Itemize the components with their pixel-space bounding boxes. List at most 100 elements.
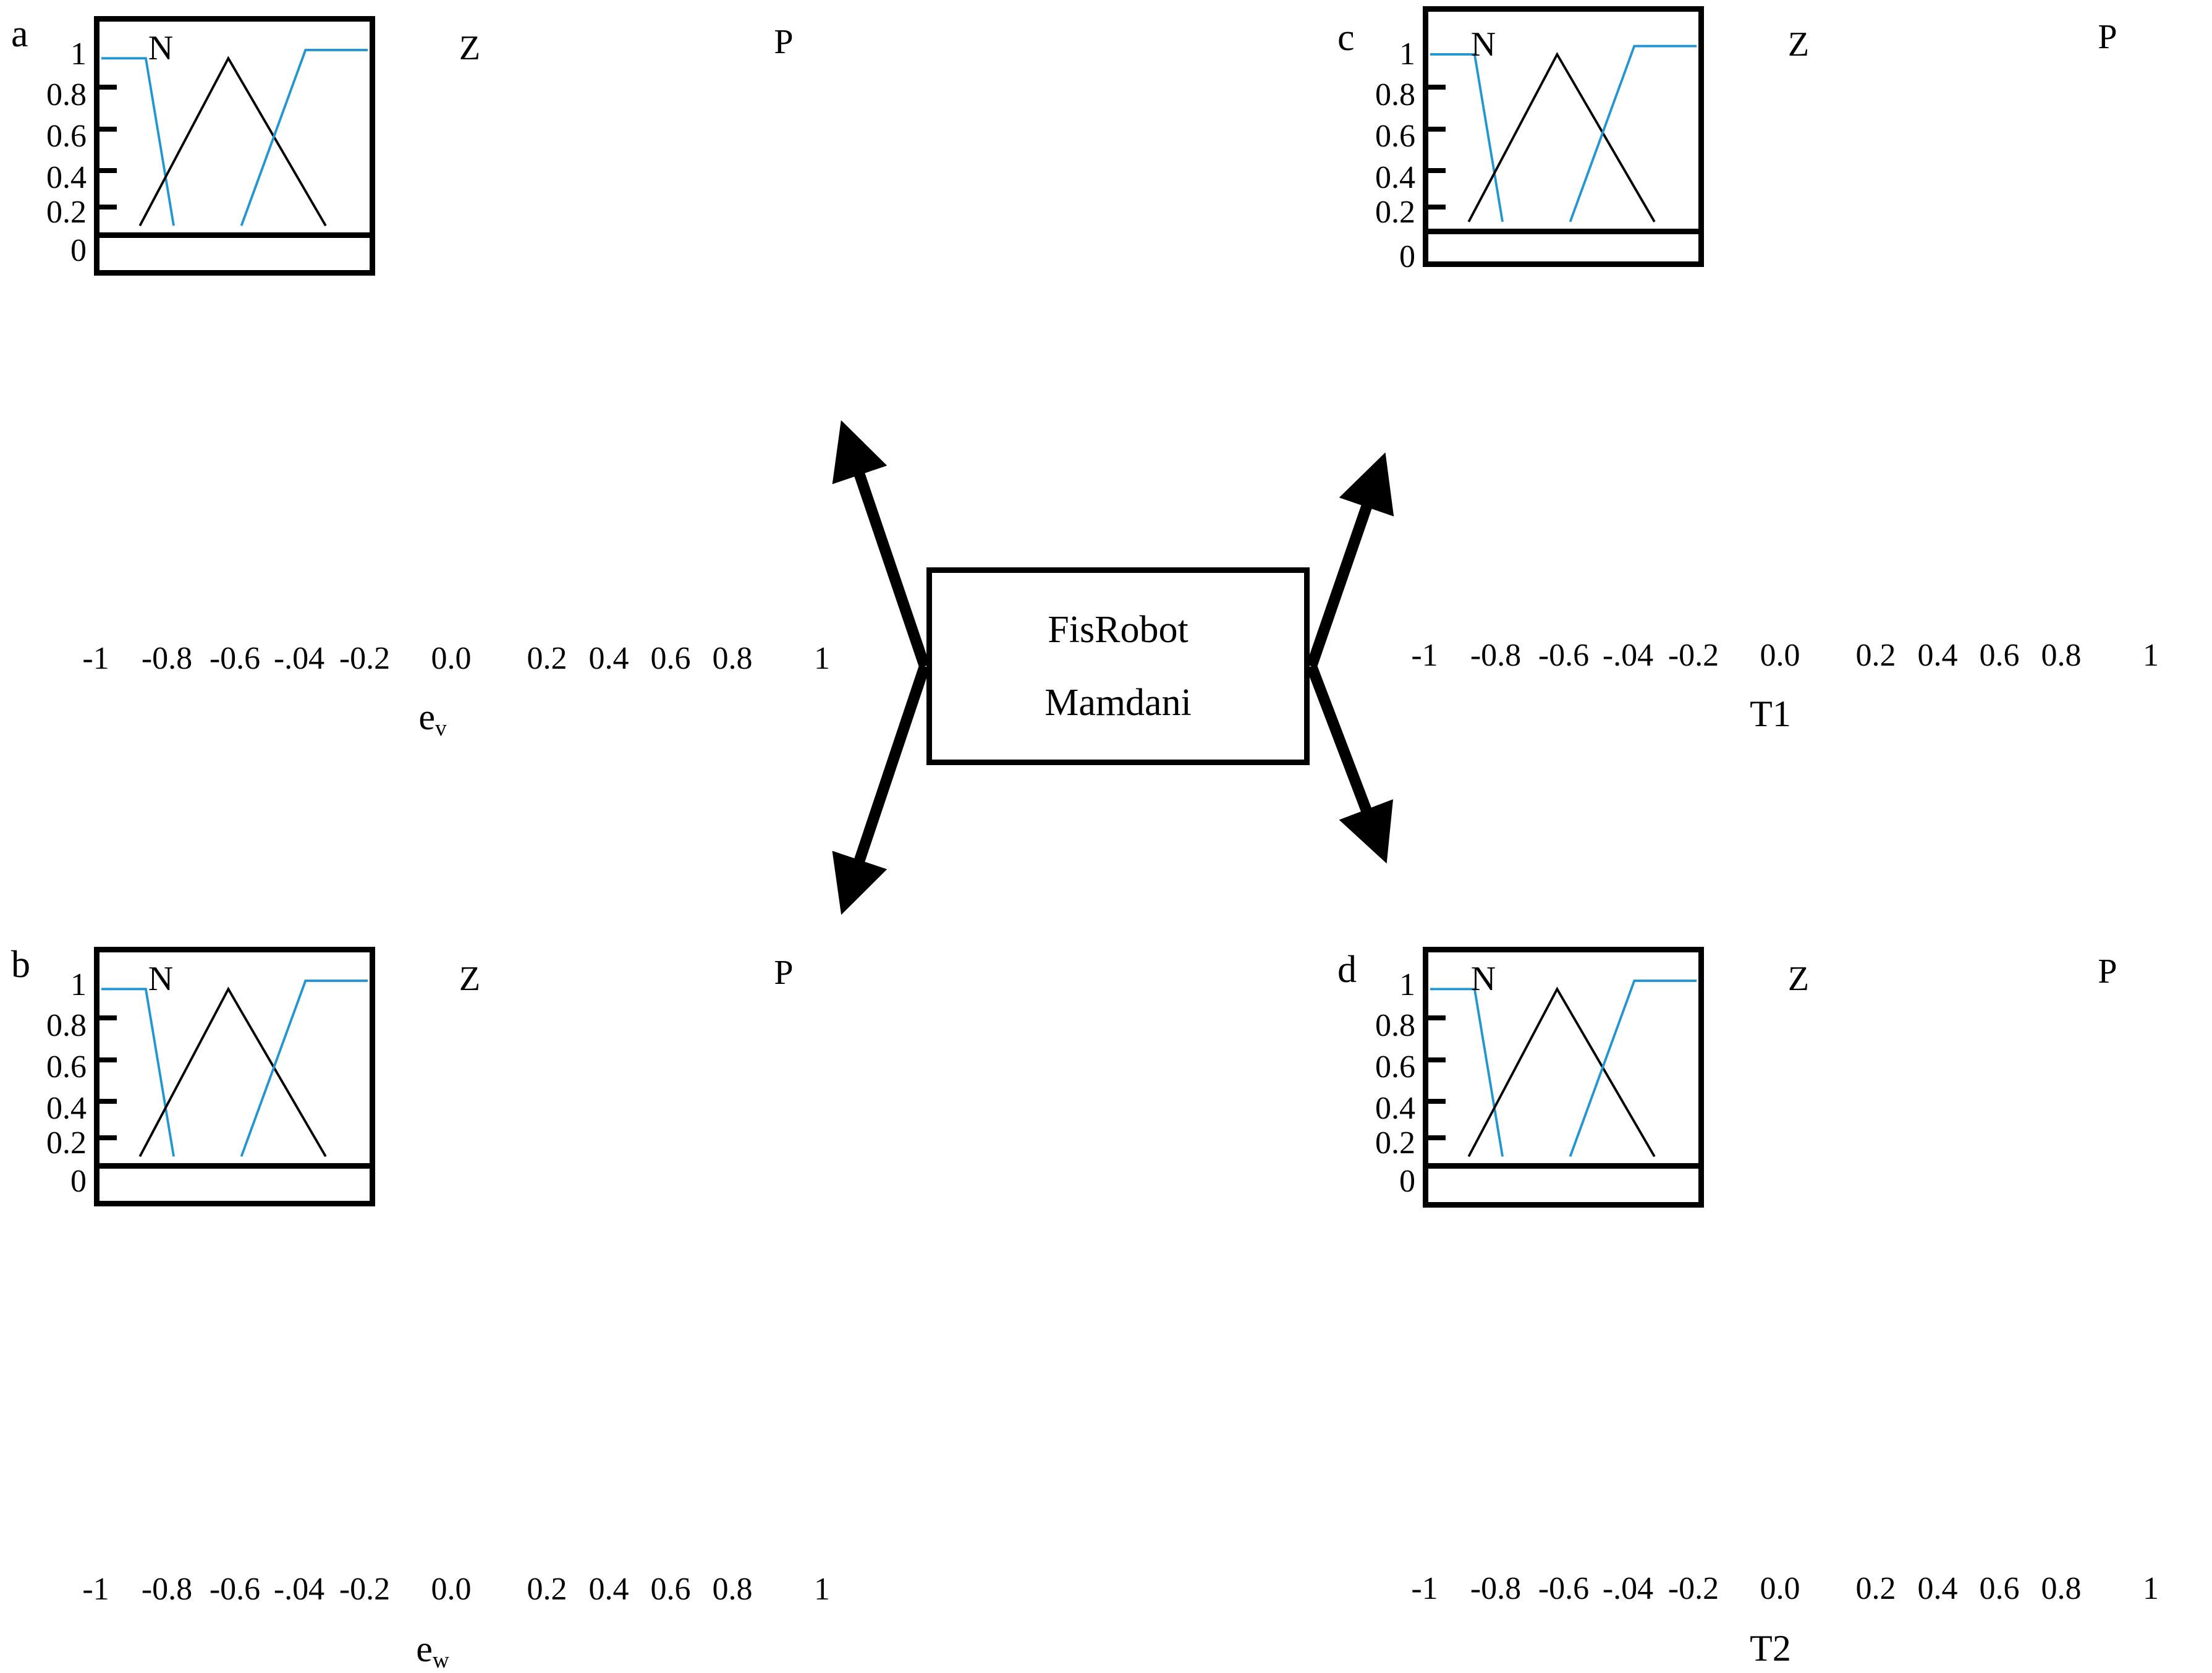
panel-a-xtick-2: -0.6: [209, 641, 261, 676]
panel-b-ytick-0.8: 0.8: [46, 1008, 87, 1043]
panel-d-label-P: P: [2098, 952, 2117, 991]
panel-a-series-Z: [138, 56, 327, 227]
panel-d-label-Z: Z: [1787, 960, 1810, 998]
panel-a-xtick-6: 0.2: [527, 641, 567, 676]
panel-d-xtick-10: 1: [2143, 1571, 2159, 1606]
panel-c-xtick-4: -0.2: [1667, 638, 1719, 673]
panel-c-ytick-1: 1: [1399, 36, 1415, 72]
panel-d-ytick-0: 0: [1399, 1164, 1415, 1199]
panel-a-ytick-0: 0: [70, 233, 87, 268]
panel-a-series-N: [101, 57, 175, 226]
panel-b-xtick-4: -0.2: [339, 1572, 391, 1607]
panel-d-ytickmark-0.6: [1425, 1057, 1446, 1062]
arrow-to-panel-a: [832, 420, 930, 668]
panel-d-xtick-8: 0.6: [1979, 1571, 2020, 1606]
panel-a-series-P: [240, 49, 368, 226]
mamdani-label: Mamdani: [1045, 682, 1192, 724]
panel-a-axis-title-sub: v: [435, 715, 447, 741]
panel-d-xtick-0: -1: [1411, 1571, 1438, 1606]
panel-b-ytick-0.6: 0.6: [46, 1049, 87, 1085]
panel-a-ytickmark-0.8: [96, 85, 117, 90]
panel-a-letter: a: [11, 13, 28, 55]
panel-c-label-Z: Z: [1787, 25, 1810, 64]
panel-a-plot-frame: [94, 16, 375, 276]
panel-c-axis-title-base: T1: [1750, 693, 1791, 734]
panel-d-zero-baseline: [1428, 1163, 1698, 1169]
panel-b-ytick-0.2: 0.2: [46, 1125, 87, 1161]
panel-a-label-Z: Z: [459, 29, 481, 67]
panel-b-xtick-9: 0.8: [712, 1572, 753, 1607]
panel-b-xtick-8: 0.6: [650, 1572, 691, 1607]
panel-c-ytickmark-0.6: [1425, 127, 1446, 132]
panel-c-ytickmark-0.8: [1425, 85, 1446, 90]
panel-c-xtick-row: -1 -0.8 -0.6 -.04 -0.2 0.0 0.2 0.4 0.6 0…: [1329, 640, 2212, 683]
panel-c-series-Z: [1467, 51, 1656, 222]
panel-a-xtick-8: 0.6: [650, 641, 691, 676]
panel-c-ytick-0.2: 0.2: [1375, 195, 1415, 230]
panel-c-series-P: [1569, 44, 1697, 222]
panel-d-ytick-1: 1: [1399, 967, 1415, 1002]
panel-c: c 1 0.8 0.6 0.4 0.2 0 N Z P -1 -0.8 -0.6…: [1329, 0, 2212, 742]
panel-a-xtick-7: 0.4: [588, 641, 629, 676]
fisrobot-mamdani-block[interactable]: FisRobot Mamdani: [926, 567, 1310, 765]
panel-d-ytickmark-0.8: [1425, 1015, 1446, 1020]
panel-d-ytick-0.2: 0.2: [1375, 1125, 1415, 1161]
panel-c-xtick-5: 0.0: [1760, 638, 1800, 673]
panel-b-axis-title: ew: [0, 1629, 865, 1672]
panel-c-xtick-3: -.04: [1602, 638, 1654, 673]
panel-c-xtick-9: 0.8: [2041, 638, 2082, 673]
arrow-to-panel-b: [832, 664, 930, 915]
panel-b-axis-title-base: e: [416, 1629, 433, 1669]
panel-d-label-N: N: [1470, 960, 1496, 998]
panel-b-xtick-5: 0.0: [431, 1572, 472, 1607]
panel-b-series-N: [101, 988, 175, 1157]
panel-a-xtick-10: 1: [814, 641, 830, 676]
panel-c-xtick-10: 1: [2143, 638, 2159, 673]
panel-a-zero-baseline: [100, 232, 370, 238]
panel-b-ytickmark-0.4: [96, 1099, 117, 1104]
panel-c-label-N: N: [1470, 25, 1496, 64]
panel-c-ytick-0: 0: [1399, 239, 1415, 274]
panel-b-ytick-0.4: 0.4: [46, 1091, 87, 1126]
panel-b-label-P: P: [774, 954, 794, 992]
panel-b-xtick-row: -1 -0.8 -0.6 -.04 -0.2 0.0 0.2 0.4 0.6 0…: [0, 1573, 865, 1617]
panel-d-xtick-6: 0.2: [1855, 1571, 1896, 1606]
panel-d-series-Z: [1467, 986, 1656, 1158]
panel-b-plot-frame: [94, 947, 375, 1206]
panel-a-xtick-0: -1: [82, 641, 109, 676]
panel-d-ytick-0.8: 0.8: [1375, 1008, 1415, 1043]
panel-c-xtick-7: 0.4: [1917, 638, 1958, 673]
panel-c-series-N: [1430, 53, 1504, 222]
panel-c-ytick-0.8: 0.8: [1375, 77, 1415, 112]
panel-c-curves: [1430, 44, 1697, 222]
panel-c-xtick-0: -1: [1411, 638, 1438, 673]
panel-c-xtick-8: 0.6: [1979, 638, 2020, 673]
panel-b-ytickmark-0.6: [96, 1057, 117, 1062]
panel-a-ytickmark-0.2: [96, 205, 117, 210]
panel-a-label-N: N: [148, 29, 174, 67]
panel-d: d 1 0.8 0.6 0.4 0.2 0 N Z P -1 -0.8 -0.6…: [1329, 742, 2212, 1667]
panel-d-axis-title: T2: [1329, 1630, 2212, 1667]
panel-c-letter: c: [1337, 17, 1355, 59]
panel-b-ytick-0: 0: [70, 1164, 87, 1199]
panel-a-label-P: P: [774, 23, 794, 61]
panel-a-xtick-9: 0.8: [712, 641, 753, 676]
panel-d-letter: d: [1337, 949, 1357, 991]
panel-a-ytick-0.4: 0.4: [46, 160, 87, 195]
panel-c-xtick-6: 0.2: [1855, 638, 1896, 673]
panel-d-series-N: [1430, 988, 1504, 1157]
panel-d-xtick-row: -1 -0.8 -0.6 -.04 -0.2 0.0 0.2 0.4 0.6 0…: [1329, 1573, 2212, 1616]
panel-c-ytickmark-0.2: [1425, 205, 1446, 210]
panel-b-letter: b: [11, 944, 30, 986]
panel-a-axis-title-base: e: [418, 697, 436, 737]
panel-a-xtick-row: -1 -0.8 -0.6 -.04 -0.2 0.0 0.2 0.4 0.6 0…: [0, 643, 865, 686]
panel-c-ytick-0.4: 0.4: [1375, 160, 1415, 195]
panel-b-series-Z: [138, 986, 327, 1158]
panel-c-axis-title: T1: [1329, 695, 2212, 732]
panel-b-ytickmark-0.2: [96, 1135, 117, 1140]
panel-b-xtick-0: -1: [82, 1572, 109, 1607]
panel-d-xtick-3: -.04: [1602, 1571, 1654, 1606]
panel-a-ytick-0.8: 0.8: [46, 77, 87, 112]
panel-a: a 1 0.8 0.6 0.4 0.2 0 N Z P: [0, 0, 865, 742]
